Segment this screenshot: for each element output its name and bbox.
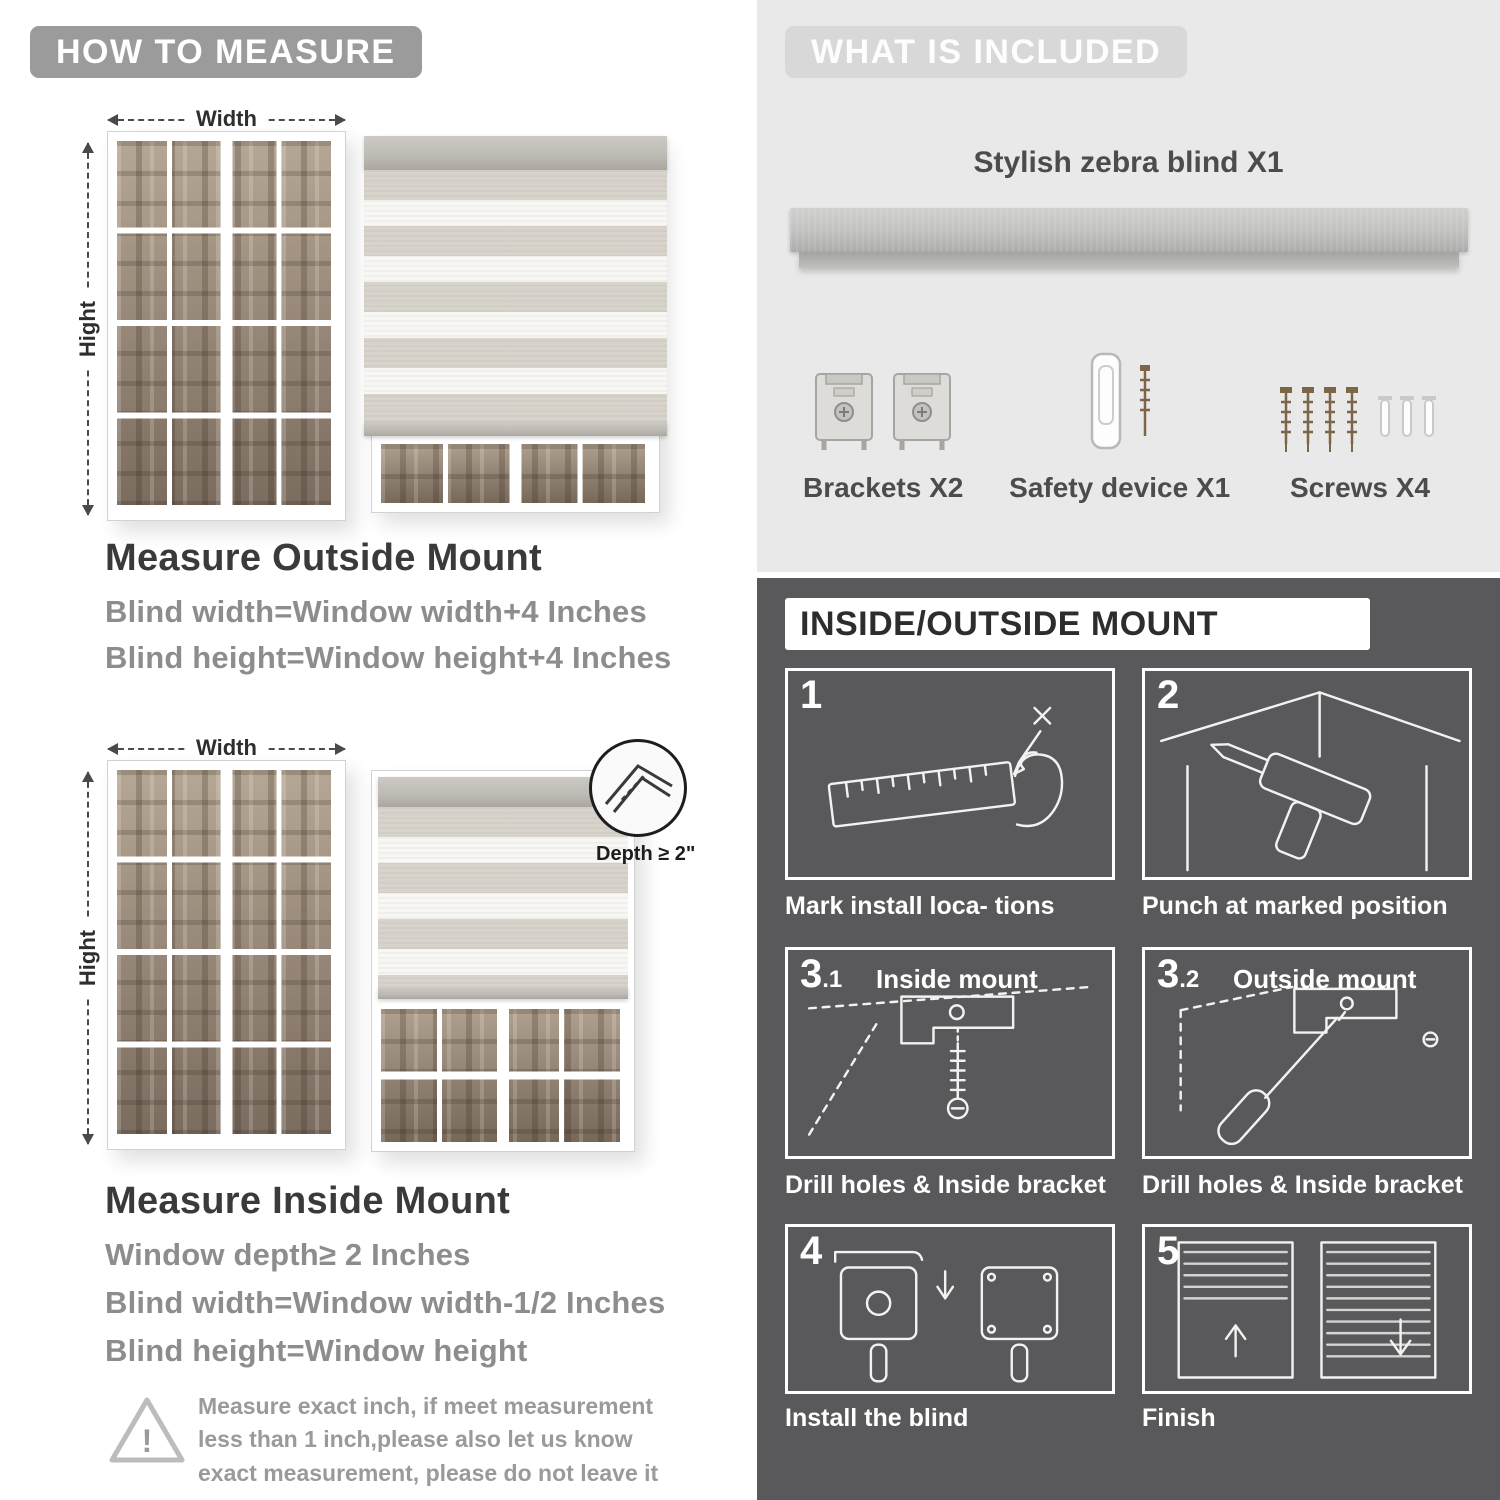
blind-stripes (378, 807, 628, 987)
blind-headrail (364, 136, 667, 170)
step-art-inside-bracket (807, 985, 1093, 1136)
step-panel-2: 2 (1142, 668, 1472, 880)
zebra-blind-illustration-inside (371, 770, 635, 1152)
depth-label: Depth ≥ 2" (596, 843, 696, 865)
step-art-drill (1160, 691, 1461, 872)
step-caption-2: Punch at marked position (1142, 892, 1448, 920)
width-label: Width (186, 735, 267, 761)
bracket-icon (893, 373, 952, 450)
height-measure-arrow: Hight (74, 142, 102, 516)
what-is-included-badge: WHAT IS INCLUDED (785, 26, 1188, 78)
step-caption-1: Mark install loca- tions (785, 892, 1055, 920)
safety-device-icon (1090, 352, 1150, 450)
warning-icon: ! (109, 1397, 185, 1463)
how-to-measure-badge: HOW TO MEASURE (30, 26, 422, 78)
warning-text: Measure exact inch, if meet measurement … (198, 1393, 659, 1486)
included-item-brackets: Brackets X2 (803, 336, 963, 504)
safety-device-label: Safety device X1 (1009, 472, 1231, 503)
inside-rule-3: Blind height=Window height (105, 1333, 528, 1368)
window-illustration-outside (107, 131, 346, 521)
depth-detail-circle (589, 739, 687, 837)
what-is-included-section: WHAT IS INCLUDED Stylish zebra blind X1 (757, 0, 1500, 572)
headrail-illustration (790, 208, 1468, 268)
step-art-install (833, 1250, 1059, 1383)
step-number: 3.2 (1157, 952, 1200, 996)
warning-exclamation: ! (142, 1423, 153, 1459)
inside-rule-1: Window depth≥ 2 Inches (105, 1237, 471, 1272)
blind-bottomrail (378, 987, 628, 999)
step-number: 4 (800, 1229, 823, 1273)
window-panes (381, 1009, 625, 1142)
inside-mount-heading: Measure Inside Mount (105, 1180, 511, 1222)
outside-mount-heading: Measure Outside Mount (105, 537, 543, 579)
outside-rule-1: Blind width=Window width+4 Inches (105, 594, 647, 629)
safety-device-icons (1078, 336, 1162, 454)
height-label: Hight (74, 290, 102, 368)
mount-instructions-section: INSIDE/OUTSIDE MOUNT 1 (757, 578, 1500, 1500)
outside-rule-2: Blind height=Window height+4 Inches (105, 640, 672, 675)
step-number: 3.1 (800, 952, 843, 996)
brackets-label: Brackets X2 (803, 472, 964, 503)
included-items: Brackets X2 Safety (803, 336, 1444, 504)
blind-bottomrail (364, 422, 667, 436)
bracket-icon (815, 373, 874, 450)
step-panel-3-1: 3.1 Inside mount (785, 947, 1115, 1159)
width-label: Width (186, 106, 267, 132)
screw-icon (1276, 382, 1438, 454)
step-caption-3-1: Drill holes & Inside bracket (785, 1171, 1106, 1199)
step-caption-5: Finish (1142, 1404, 1216, 1432)
blind-stripes (364, 170, 667, 422)
step-panel-1: 1 (785, 668, 1115, 880)
included-item-screws: Screws X4 (1276, 336, 1444, 504)
step-panel-3-2: 3.2 Outside mount (1142, 947, 1472, 1159)
step-panel-4: 4 (785, 1224, 1115, 1394)
window-panes (381, 444, 650, 503)
step-number: 2 (1157, 673, 1180, 717)
blind-item-label: Stylish zebra blind X1 (973, 146, 1284, 179)
window-illustration-inside (107, 760, 346, 1150)
step-caption-3-2: Drill holes & Inside bracket (1142, 1171, 1463, 1199)
zebra-blind-illustration-outside (364, 136, 667, 513)
height-measure-arrow: Hight (74, 771, 102, 1145)
brackets-icons (812, 336, 954, 454)
screws-icons (1276, 336, 1444, 454)
window-panes (117, 770, 336, 1140)
screws-label: Screws X4 (1289, 472, 1431, 503)
step-art-finish (1177, 1241, 1437, 1379)
inside-rule-2: Blind width=Window width-1/2 Inches (105, 1285, 666, 1320)
window-panes (117, 141, 336, 511)
step-title: Inside mount (876, 964, 1038, 994)
step-number: 5 (1157, 1229, 1180, 1273)
step-panel-5: 5 (1142, 1224, 1472, 1394)
depth-corner-icon (604, 764, 673, 813)
width-measure-arrow: Width (107, 106, 346, 132)
included-item-safety-device: Safety device X1 (1009, 336, 1230, 504)
screw-icon (1139, 365, 1150, 436)
blind-headrail (378, 777, 628, 807)
step-number: 1 (800, 673, 823, 717)
step-art-outside-bracket (1179, 985, 1439, 1146)
width-measure-arrow: Width (107, 735, 346, 761)
mount-section-title: INSIDE/OUTSIDE MOUNT (785, 598, 1370, 650)
step-caption-4: Install the blind (785, 1404, 969, 1432)
step-art-mark (827, 706, 1064, 828)
step-title: Outside mount (1233, 964, 1417, 994)
height-label: Hight (74, 919, 102, 997)
